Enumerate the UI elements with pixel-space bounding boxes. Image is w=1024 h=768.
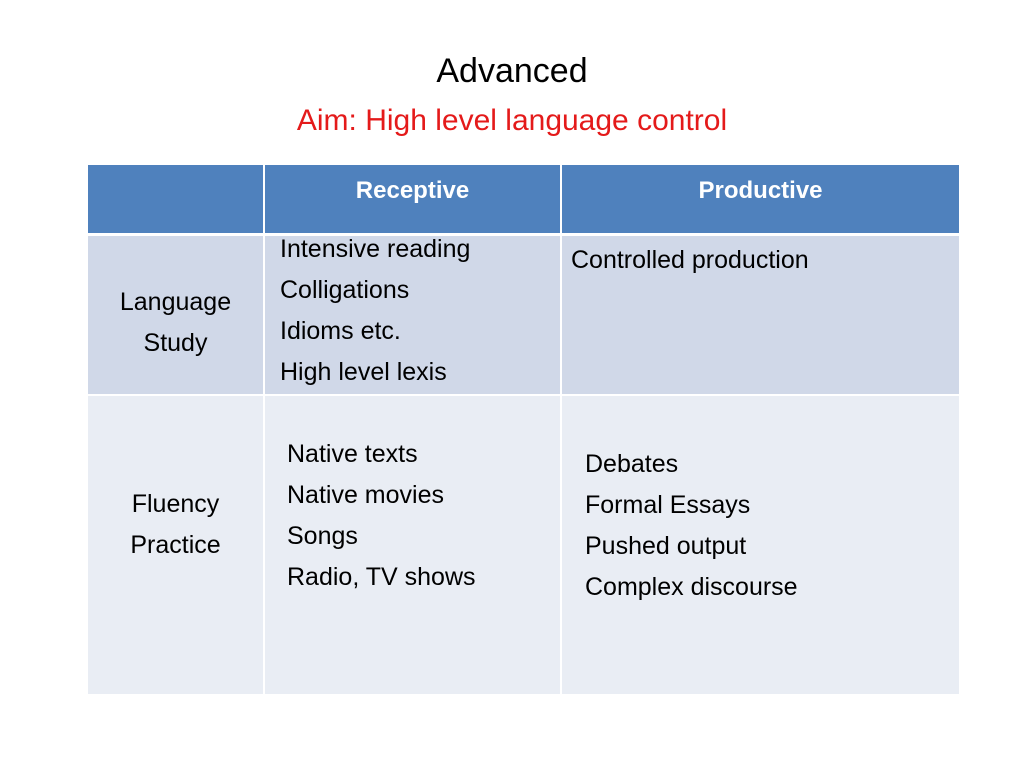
slide-title: Advanced xyxy=(436,52,588,90)
skills-table: Receptive Productive Language Study Inte… xyxy=(88,165,959,694)
row-label-line: Study xyxy=(143,329,208,357)
row-label-language-study: Language Study xyxy=(88,282,263,364)
list-item: Songs xyxy=(287,522,358,550)
list-item: Complex discourse xyxy=(585,573,798,601)
productive-item-controlled-production: Controlled production xyxy=(571,246,809,274)
cell-language-study-productive: Controlled production xyxy=(562,236,959,394)
cell-fluency-practice-receptive: Native texts Native movies Songs Radio, … xyxy=(265,396,560,694)
row-label-cell-fluency-practice: Fluency Practice xyxy=(88,396,263,694)
list-item: Formal Essays xyxy=(585,491,751,519)
cell-fluency-practice-productive: Debates Formal Essays Pushed output Comp… xyxy=(562,396,959,694)
list-item: Colligations xyxy=(280,276,410,304)
receptive-list-language-study: Intensive reading Colligations Idioms et… xyxy=(280,229,470,393)
row-label-line: Language xyxy=(119,288,232,316)
list-item: Radio, TV shows xyxy=(287,563,476,591)
slide-subtitle: Aim: High level language control xyxy=(296,104,728,137)
list-item: Debates xyxy=(585,450,679,478)
list-item: Idioms etc. xyxy=(280,317,401,345)
column-header-productive: Productive xyxy=(698,177,823,204)
list-item: Native texts xyxy=(287,440,418,468)
list-item: High level lexis xyxy=(280,358,447,386)
cell-language-study-receptive: Intensive reading Colligations Idioms et… xyxy=(265,235,560,394)
receptive-list-fluency-practice: Native texts Native movies Songs Radio, … xyxy=(287,434,476,598)
header-cell-empty xyxy=(88,165,263,233)
row-label-line: Practice xyxy=(130,531,221,559)
row-label-line: Fluency xyxy=(131,490,220,518)
row-label-fluency-practice: Fluency Practice xyxy=(88,484,263,566)
list-item: Pushed output xyxy=(585,532,747,560)
list-item: Intensive reading xyxy=(280,235,471,263)
header-cell-receptive: Receptive xyxy=(265,165,560,233)
list-item: Native movies xyxy=(287,481,444,509)
column-header-receptive: Receptive xyxy=(355,177,470,204)
row-label-cell-language-study: Language Study xyxy=(88,236,263,394)
header-cell-productive: Productive xyxy=(562,165,959,233)
productive-list-fluency-practice: Debates Formal Essays Pushed output Comp… xyxy=(585,444,798,608)
